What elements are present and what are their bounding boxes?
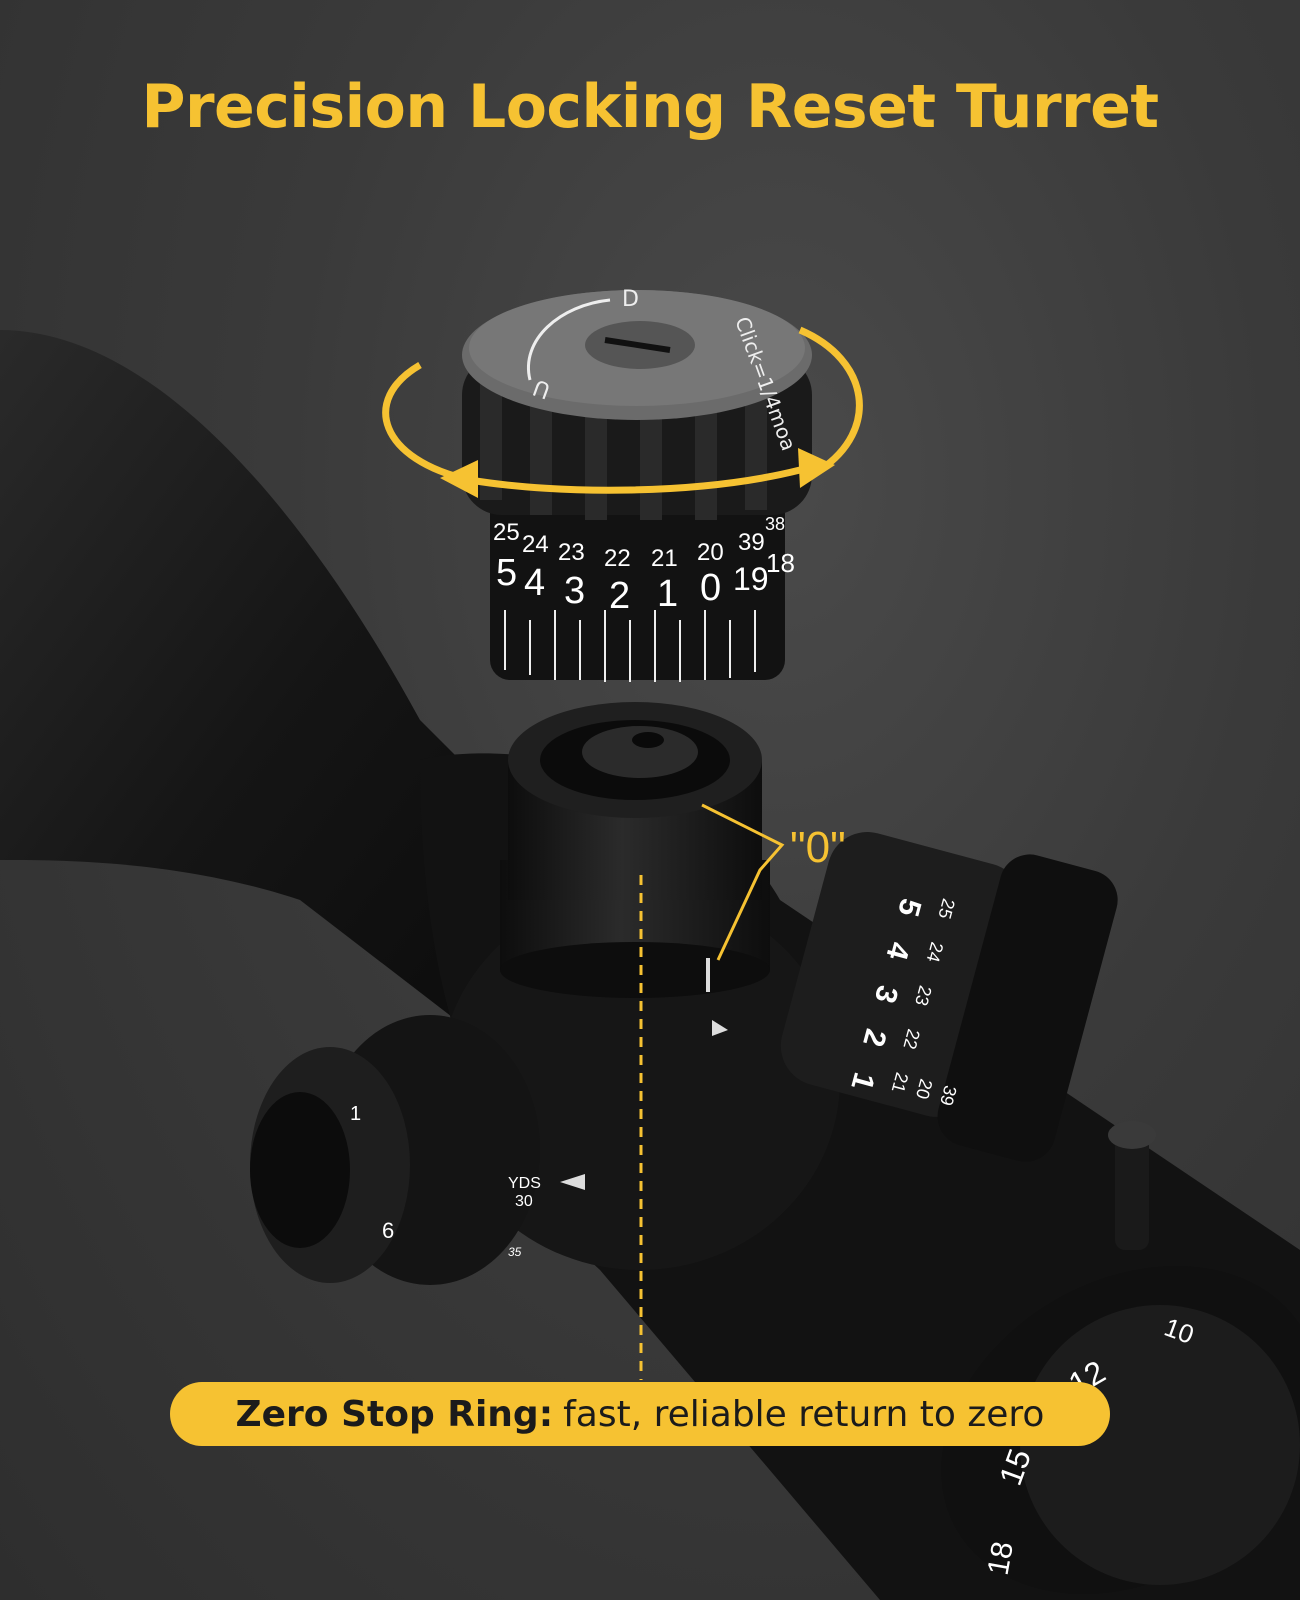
knob-mark-6: 6	[382, 1218, 394, 1243]
dial-bottom-num: 18	[766, 548, 795, 578]
banner-bold: Zero Stop Ring:	[235, 1393, 554, 1435]
windage-turret: 5 4 3 2 1 25 24 23 22 21 20 39	[780, 832, 1118, 1162]
parallax-knob: 1 6 YDS 30 35	[250, 1015, 585, 1285]
zero-stop-banner: Zero Stop Ring: fast, reliable return to…	[170, 1382, 1110, 1446]
slot-screw	[604, 337, 671, 353]
zero-callout: "0"	[790, 823, 846, 872]
dial-bottom-num: 19	[733, 561, 769, 597]
dial-top-num: 38	[765, 514, 785, 534]
dial-bottom-num: 3	[564, 570, 585, 612]
dial-top-num: 39	[738, 529, 765, 556]
dial-bottom-num: 0	[700, 567, 721, 609]
turret-base	[500, 702, 770, 1036]
illumination-pin	[1108, 1121, 1156, 1250]
magnification-ring: 10 12 15 18	[941, 1266, 1300, 1594]
zero-stop-ring-screw	[582, 726, 698, 778]
dial-top-num: 22	[604, 545, 631, 572]
zero-callout-line	[701, 803, 785, 961]
scope-objective-bell	[0, 330, 560, 1100]
knob-mark-1: 1	[350, 1103, 361, 1125]
yds-label: YDS	[508, 1175, 541, 1192]
cap-u: U	[530, 374, 554, 403]
dial-top-num: 25	[493, 519, 520, 546]
page-title: Precision Locking Reset Turret	[141, 72, 1159, 142]
yds-35: 35	[508, 1245, 522, 1259]
cap-d: D	[622, 287, 639, 312]
dial-top-num: 20	[697, 539, 724, 566]
dial-top-num: 23	[558, 539, 585, 566]
dial-bottom-num: 5	[496, 552, 517, 594]
rotation-arrow-icon	[382, 326, 863, 498]
yds-30: 30	[515, 1193, 533, 1210]
dial-bottom-num: 2	[609, 575, 630, 617]
dial-bottom-num: 4	[524, 562, 545, 604]
dial-top-num: 24	[522, 531, 549, 558]
dial-top-num: 21	[651, 545, 678, 572]
dial-bottom-num: 1	[657, 573, 678, 615]
mag-18: 18	[982, 1539, 1020, 1578]
banner-text: fast, reliable return to zero	[563, 1393, 1045, 1435]
